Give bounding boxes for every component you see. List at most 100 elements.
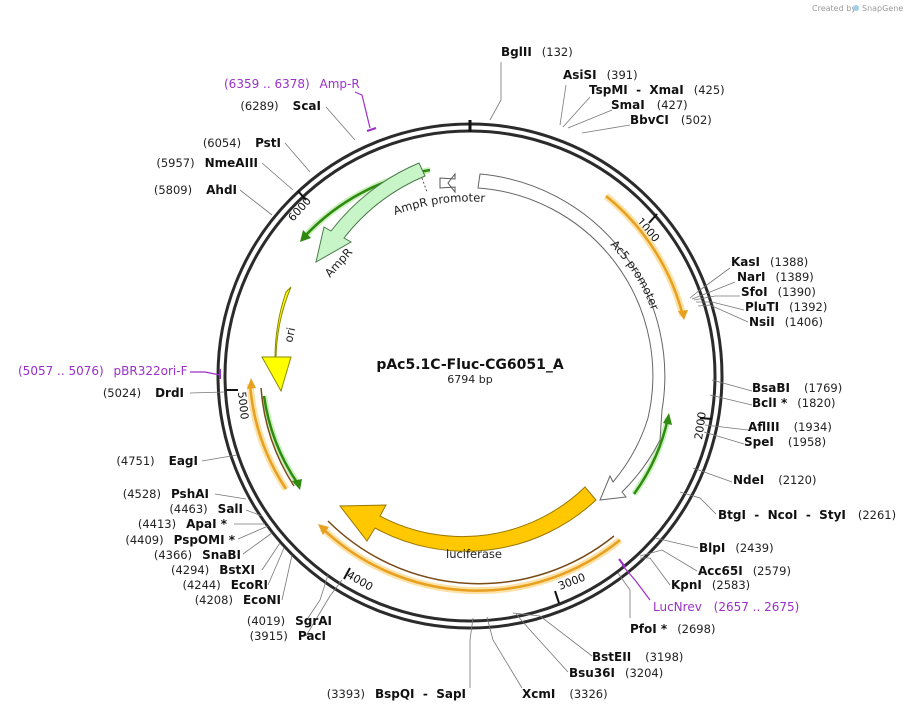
- leader-drdi: [189, 391, 226, 394]
- primer-pbr322-range: (5057 .. 5076): [18, 364, 104, 378]
- feature-ampr: AmpR: [315, 162, 428, 280]
- leader-nmeaiii: [261, 162, 294, 191]
- leader-acc65i: [639, 549, 698, 572]
- orf-green-left: [262, 395, 300, 485]
- site-pshai: (4528)PshAI: [123, 487, 209, 501]
- primer-lucnrev-leader: [621, 564, 651, 601]
- orf-green-left-glow: [261, 395, 301, 486]
- site-btgi-ncoi-styi: BtgI - NcoI - StyI(2261): [718, 508, 896, 522]
- orf-arcs-green: [261, 167, 672, 496]
- primer-pbr322-label: (5057 .. 5076) pBR322ori-F: [18, 364, 188, 378]
- leader-kasi: [689, 267, 731, 299]
- site-kpni: KpnI(2583): [671, 578, 750, 592]
- leader-pfoi: [617, 572, 631, 618]
- primer-pbr322-leader: [190, 371, 221, 376]
- leader-sfoi: [693, 295, 740, 301]
- leader-btgi: [679, 491, 717, 515]
- primer-ampr-name: Amp-R: [320, 77, 360, 91]
- site-ahdi: (5809)AhdI: [154, 183, 237, 197]
- snapgene-logo-icon: [853, 5, 859, 11]
- tick-1000: [648, 213, 658, 224]
- site-afliii: AflIII(1934): [748, 420, 832, 434]
- leader-nari: [691, 281, 736, 300]
- site-paci: (3915)PacI: [250, 629, 326, 643]
- orf-orange-bottom-arrow-icon: [318, 524, 329, 535]
- site-pluti: PluTI(1392): [745, 300, 827, 314]
- leader-bspqi: [469, 617, 474, 688]
- orf-green-right-arrow-icon: [663, 413, 672, 425]
- orf-arcs-orange: [246, 193, 688, 595]
- leader-sgrai: [305, 574, 329, 622]
- primer-pbr322-name: pBR322ori-F: [114, 364, 188, 378]
- site-tspmi-xmai: TspMI - XmaI(425): [589, 83, 725, 97]
- primer-lucnrev-label: LucNrev (2657 .. 2675): [653, 600, 799, 614]
- orf-orange-left-glow: [246, 383, 289, 491]
- primer-ampr-mark: [366, 127, 377, 132]
- map-size: 6794 bp: [447, 373, 492, 386]
- site-ecori: (4244)EcoRI: [182, 578, 268, 592]
- site-econi: (4208)EcoNI: [195, 593, 281, 607]
- ori-label: ori: [281, 326, 298, 344]
- site-nsii: NsiI(1406): [749, 315, 823, 329]
- leader-bsabi: [711, 379, 753, 392]
- orf-orange-left-arrow-icon: [247, 378, 256, 389]
- leader-smai: [567, 109, 613, 129]
- leader-scai: [325, 106, 356, 141]
- leader-econi: [281, 554, 293, 601]
- leader-ecori: [267, 547, 285, 586]
- site-asisi: AsiSI(391): [563, 68, 638, 82]
- leader-tspmi: [562, 96, 591, 128]
- site-bspqi-sapi: (3393)BspQI - SapI: [327, 687, 466, 701]
- leader-psti: [284, 142, 311, 173]
- site-sfoi: SfoI(1390): [741, 285, 816, 299]
- orf-brown-bottom: [327, 520, 615, 585]
- leader-spei: [703, 431, 745, 445]
- leader-bglii: [489, 62, 502, 121]
- site-eagi: (4751)EagI: [116, 454, 198, 468]
- tick-label-5000: 5000: [235, 391, 251, 420]
- ampr-arrow-icon: [315, 162, 426, 263]
- site-nari: NarI(1389): [737, 270, 814, 284]
- orf-orange-bottom: [321, 527, 621, 592]
- luciferase-label: luciferase: [446, 547, 502, 561]
- map-title: pAc5.1C-Fluc-CG6051_A: [376, 357, 564, 373]
- primer-lucnrev-mark: [618, 558, 626, 568]
- orf-orange-right: [605, 195, 685, 317]
- leader-pluti: [696, 301, 745, 311]
- leader-blpi: [654, 537, 699, 549]
- leader-lines: [189, 62, 753, 689]
- site-drdi: (5024)DrdI: [103, 386, 184, 400]
- leader-bstxi: [261, 542, 281, 571]
- primer-lucnrev-name: LucNrev: [653, 600, 702, 614]
- leader-pshai: [214, 493, 247, 500]
- site-blpi: BlpI(2439): [699, 541, 774, 555]
- site-bsabi: BsaBI(1769): [752, 381, 842, 395]
- orf-brown-left: [260, 387, 295, 487]
- site-spei: SpeI(1958): [744, 435, 826, 449]
- tick-6000: [297, 190, 307, 201]
- ampr-promoter-label: AmpR promoter: [391, 190, 486, 217]
- site-sali: (4463)SalI: [169, 502, 243, 516]
- site-bbvci: BbvCI(502): [630, 113, 712, 127]
- site-xcmi: XcmI(3326): [522, 687, 608, 701]
- site-pspomi: (4409)PspOMI *: [125, 533, 235, 547]
- site-acc65i: Acc65I(2579): [698, 564, 791, 578]
- leader-bcli: [709, 394, 753, 406]
- site-nmeaiii: (5957)NmeAIII: [156, 156, 258, 170]
- orf-orange-left: [248, 383, 288, 490]
- leader-ndei: [692, 467, 733, 483]
- site-ndei: NdeI(2120): [733, 473, 817, 487]
- orf-green-left-arrow-icon: [292, 479, 302, 490]
- leader-pspomi: [237, 525, 269, 540]
- primer-lucnrev-range: (2657 .. 2675): [714, 600, 800, 614]
- backbone: [216, 120, 724, 630]
- snapgene-credit: Created by SnapGene: [812, 4, 903, 13]
- credit-brand: SnapGene: [862, 4, 903, 13]
- tick-4000: [343, 567, 351, 580]
- primer-ampr-range: (6359 .. 6378): [224, 77, 310, 91]
- luciferase-arrow-icon: [338, 486, 597, 552]
- leader-bbvci: [581, 124, 631, 134]
- tick-3000: [554, 590, 560, 604]
- primer-ampr-leader: [354, 91, 371, 129]
